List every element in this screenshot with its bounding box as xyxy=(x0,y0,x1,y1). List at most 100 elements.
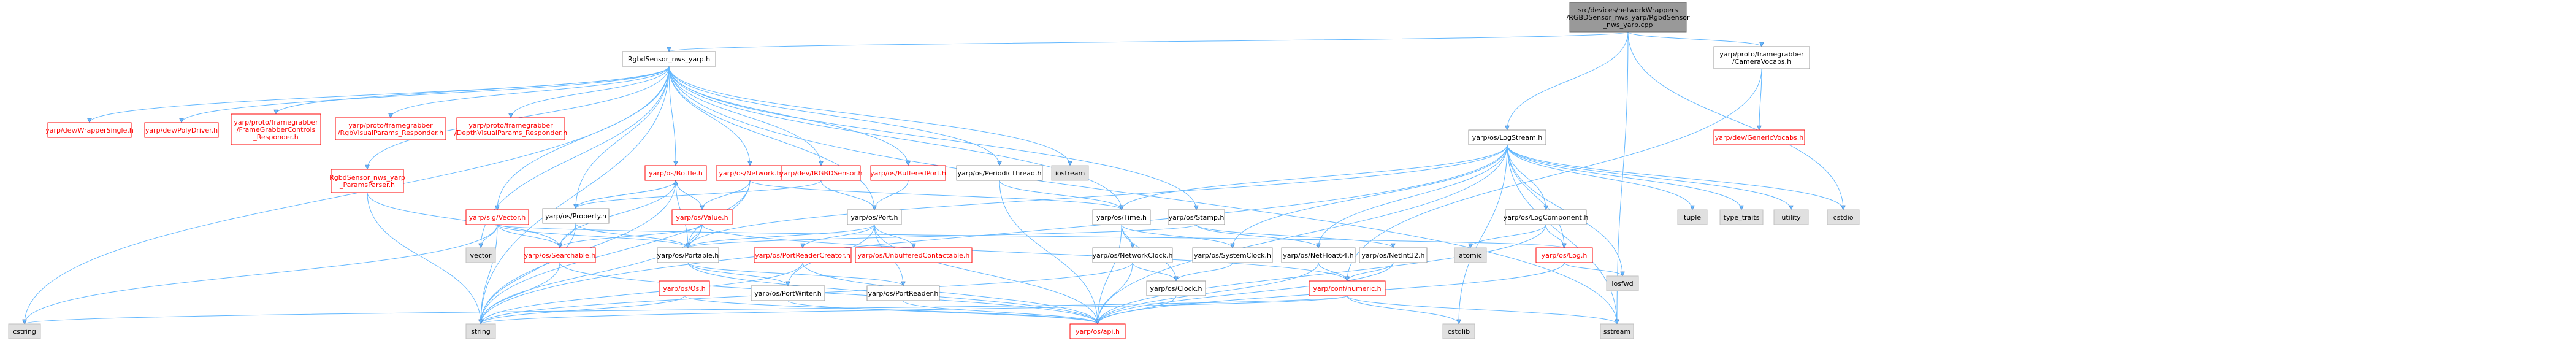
edge-port_reader-to-api xyxy=(903,300,1098,324)
edge-stamp-to-netfloat64 xyxy=(1196,224,1318,248)
node-label-port-reader-creator-0: yarp/os/PortReaderCreator.h xyxy=(755,252,850,260)
edge-rgbd_h-to-network xyxy=(668,66,750,166)
edge-portable-to-port_writer xyxy=(687,262,788,286)
node-fg-controls[interactable]: yarp/proto/framegrabber/FrameGrabberCont… xyxy=(231,113,321,145)
node-value[interactable]: yarp/os/Value.h xyxy=(671,209,733,225)
node-camera-vocabs[interactable]: yarp/proto/framegrabber/CameraVocabs.h xyxy=(1713,46,1810,69)
node-network[interactable]: yarp/os/Network.h xyxy=(716,165,784,181)
edge-logstream-to-sstream xyxy=(1507,144,1617,324)
edges xyxy=(25,31,1843,324)
node-port-reader[interactable]: yarp/os/PortReader.h xyxy=(866,285,940,301)
node-label-tuple-0: tuple xyxy=(1684,213,1701,221)
edge-portable-to-port_reader xyxy=(687,262,903,286)
node-logstream[interactable]: yarp/os/LogStream.h xyxy=(1468,129,1546,145)
node-label-string-0: string xyxy=(471,328,491,336)
node-cstdio: cstdio xyxy=(1827,209,1860,225)
edge-logstream-to-log_component xyxy=(1507,144,1546,210)
node-port-reader-creator[interactable]: yarp/os/PortReaderCreator.h xyxy=(754,247,852,263)
node-label-netint32-0: yarp/os/NetInt32.h xyxy=(1362,252,1425,260)
node-label-type-traits-0: type_traits xyxy=(1724,213,1760,221)
edge-conf_numeric-to-sstream xyxy=(1347,295,1617,324)
node-os[interactable]: yarp/os/Os.h xyxy=(659,280,710,296)
edge-logstream-to-netfloat64 xyxy=(1318,144,1508,248)
node-log[interactable]: yarp/os/Log.h xyxy=(1535,247,1593,263)
node-label-cstring-0: cstring xyxy=(13,328,36,336)
node-label-fg-controls-1: /FrameGrabberControls xyxy=(237,126,316,134)
node-log-component[interactable]: yarp/os/LogComponent.h xyxy=(1504,209,1589,225)
edge-logstream-to-api xyxy=(1098,144,1508,324)
node-portable[interactable]: yarp/os/Portable.h xyxy=(657,247,719,263)
node-label-generic-vocabs-0: yarp/dev/GenericVocabs.h xyxy=(1715,134,1803,142)
node-depth-visual[interactable]: yarp/proto/framegrabber/DepthVisualParam… xyxy=(454,117,567,140)
node-label-camera-vocabs-0: yarp/proto/framegrabber xyxy=(1719,50,1804,58)
node-rgb-visual[interactable]: yarp/proto/framegrabber/RgbVisualParams_… xyxy=(335,117,446,140)
node-label-params-parser-0: RgbdSensor_nws_yarp xyxy=(329,174,405,182)
node-unbuffered[interactable]: yarp/os/UnbufferedContactable.h xyxy=(855,247,973,263)
node-netint32[interactable]: yarp/os/NetInt32.h xyxy=(1359,247,1428,263)
edge-sig_vector-to-log xyxy=(497,224,1564,248)
edge-logstream-to-type_traits xyxy=(1507,144,1741,210)
edge-bottle-to-searchable xyxy=(560,180,676,248)
node-buffered-port[interactable]: yarp/os/BufferedPort.h xyxy=(870,165,946,181)
node-port-writer[interactable]: yarp/os/PortWriter.h xyxy=(751,285,825,301)
node-clock[interactable]: yarp/os/Clock.h xyxy=(1146,280,1206,296)
node-sig-vector[interactable]: yarp/sig/Vector.h xyxy=(465,209,529,225)
edge-netint32-to-conf_numeric xyxy=(1347,262,1394,281)
node-label-iostream-0: iostream xyxy=(1055,169,1085,177)
node-searchable[interactable]: yarp/os/Searchable.h xyxy=(524,247,596,263)
edge-rgbd_h-to-polydriver xyxy=(182,66,670,123)
edge-sig_vector-to-string xyxy=(481,224,498,324)
edge-conf_numeric-to-cstdlib xyxy=(1347,295,1459,324)
edge-rgbd_h-to-wrapper_single xyxy=(90,66,670,123)
node-label-root-2: _nws_yarp.cpp xyxy=(1603,21,1653,29)
node-root[interactable]: src/devices/networkWrappers/RGBDSensor_n… xyxy=(1566,2,1690,33)
node-label-searchable-0: yarp/os/Searchable.h xyxy=(524,252,595,260)
node-periodic-thread[interactable]: yarp/os/PeriodicThread.h xyxy=(956,165,1043,181)
edge-rgbd_h-to-property xyxy=(576,66,670,209)
node-params-parser[interactable]: RgbdSensor_nws_yarp_ParamsParser.h xyxy=(329,169,405,193)
node-label-stamp-0: yarp/os/Stamp.h xyxy=(1169,213,1225,221)
node-api[interactable]: yarp/os/api.h xyxy=(1069,323,1126,339)
node-label-network-0: yarp/os/Network.h xyxy=(719,169,781,177)
node-time[interactable]: yarp/os/Time.h xyxy=(1092,209,1151,225)
node-port[interactable]: yarp/os/Port.h xyxy=(847,209,902,225)
node-label-cstdlib-0: cstdlib xyxy=(1448,328,1470,336)
node-generic-vocabs[interactable]: yarp/dev/GenericVocabs.h xyxy=(1713,129,1805,145)
edge-sig_vector-to-searchable xyxy=(497,224,560,248)
node-label-port-writer-0: yarp/os/PortWriter.h xyxy=(754,290,821,298)
node-wrapper-single[interactable]: yarp/dev/WrapperSingle.h xyxy=(45,122,134,138)
node-stamp[interactable]: yarp/os/Stamp.h xyxy=(1168,209,1225,225)
node-bottle[interactable]: yarp/os/Bottle.h xyxy=(644,165,707,181)
node-label-property-0: yarp/os/Property.h xyxy=(545,212,606,220)
edge-root-to-sstream xyxy=(1617,31,1629,324)
node-label-bottle-0: yarp/os/Bottle.h xyxy=(649,169,703,177)
node-rgbd-h[interactable]: RgbdSensor_nws_yarp.h xyxy=(622,51,716,67)
edge-time-to-network_clock xyxy=(1121,224,1133,248)
node-network-clock[interactable]: yarp/os/NetworkClock.h xyxy=(1092,247,1173,263)
edge-logstream-to-cstdlib xyxy=(1459,144,1508,324)
edge-system_clock-to-clock xyxy=(1176,262,1233,281)
edge-root-to-logstream xyxy=(1507,31,1629,130)
edge-property-to-string xyxy=(481,223,576,324)
edge-logstream-to-utility xyxy=(1507,144,1791,210)
node-irgbd[interactable]: yarp/dev/IRGBDSensor.h xyxy=(779,165,863,181)
node-polydriver[interactable]: yarp/dev/PolyDriver.h xyxy=(144,122,219,138)
node-netfloat64[interactable]: yarp/os/NetFloat64.h xyxy=(1281,247,1356,263)
edge-network_clock-to-api xyxy=(1098,262,1133,324)
node-conf-numeric[interactable]: yarp/conf/numeric.h xyxy=(1309,280,1386,296)
node-label-root-0: src/devices/networkWrappers xyxy=(1578,6,1678,14)
node-label-polydriver-0: yarp/dev/PolyDriver.h xyxy=(145,126,218,134)
edge-clock-to-api xyxy=(1098,295,1177,324)
node-vector: vector xyxy=(465,247,496,263)
node-property[interactable]: yarp/os/Property.h xyxy=(542,208,610,224)
edge-logstream-to-cstdio xyxy=(1507,144,1843,210)
edge-root-to-cstdio xyxy=(1627,31,1843,210)
node-label-port-0: yarp/os/Port.h xyxy=(851,213,898,221)
edge-port_reader_creator-to-api xyxy=(802,262,1098,324)
edge-root-to-rgbd_h xyxy=(669,31,1629,52)
node-label-vector-0: vector xyxy=(470,252,492,260)
edge-port_writer-to-api xyxy=(787,300,1098,324)
edge-irgbd-to-property xyxy=(576,180,822,209)
node-system-clock[interactable]: yarp/os/SystemClock.h xyxy=(1192,247,1273,263)
